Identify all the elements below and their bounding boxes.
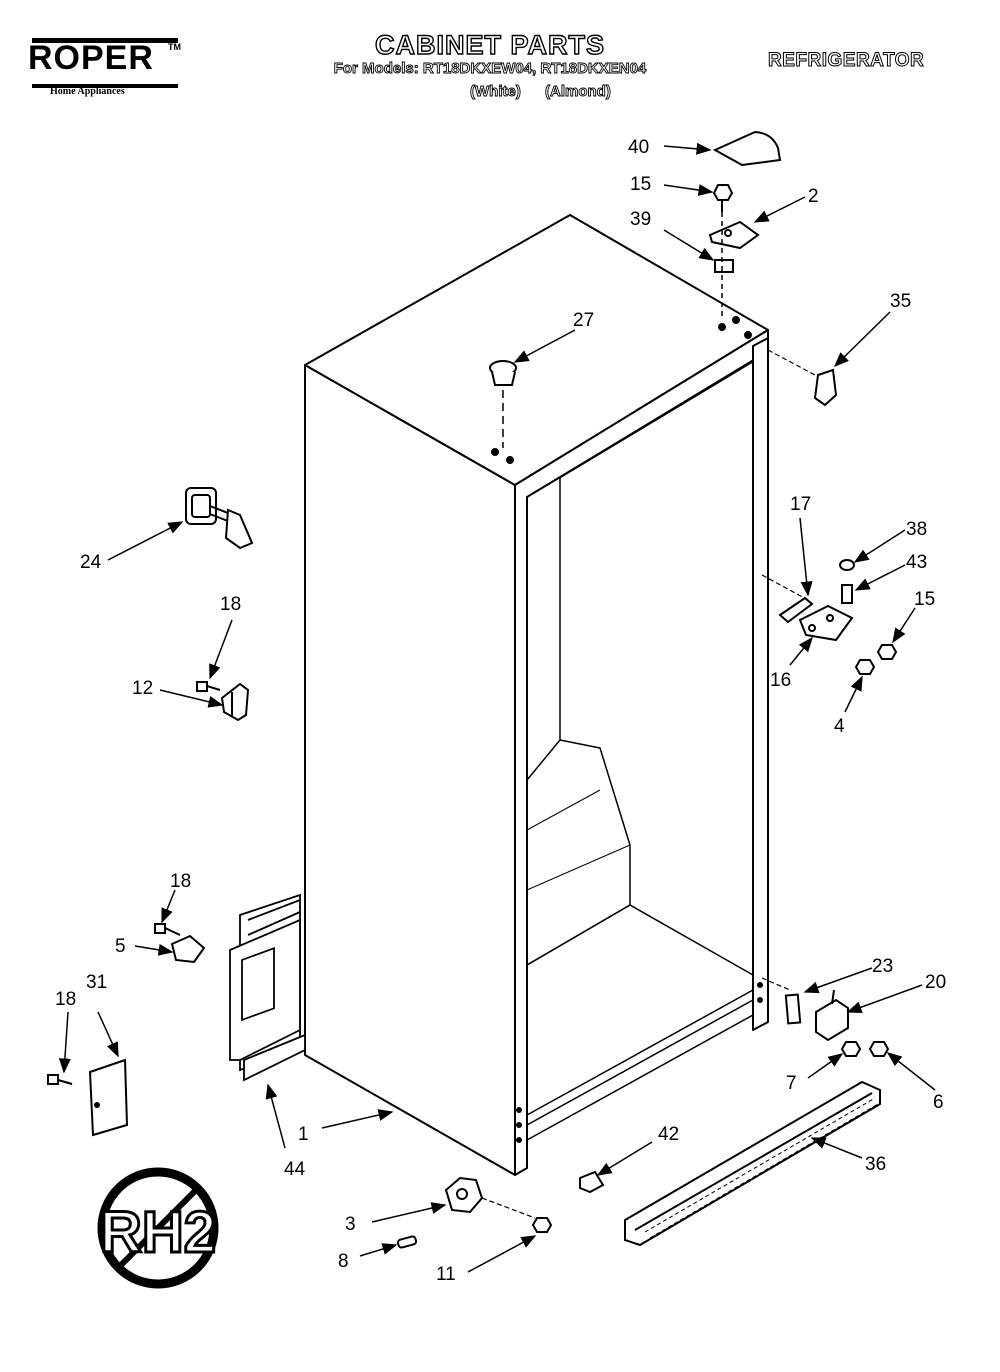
part-3-roller-bracket: [444, 1176, 484, 1214]
color-white: (White): [470, 83, 522, 101]
label-7: 7: [786, 1073, 797, 1094]
label-3: 3: [345, 1214, 356, 1235]
label-18-middle: 18: [170, 871, 191, 892]
label-2: 2: [808, 186, 819, 207]
label-24: 24: [80, 552, 102, 573]
part-15-screw-top: [712, 184, 734, 212]
label-11: 11: [436, 1264, 456, 1285]
label-31: 31: [86, 972, 107, 993]
part-18-screw-upper: [196, 681, 221, 692]
page-title: CABINET PARTS: [374, 29, 605, 60]
assembly-line-clip: [767, 349, 816, 376]
label-15-middle: 15: [914, 589, 935, 610]
label-20: 20: [925, 972, 946, 993]
part-11-screw: [531, 1217, 553, 1233]
label-27: 27: [573, 310, 594, 331]
part-4-screw: [854, 659, 876, 675]
part-42-clip: [579, 1170, 605, 1194]
part-12-bracket: [220, 682, 250, 722]
brand-tagline: Home Appliances: [50, 86, 125, 97]
label-35: 35: [890, 291, 911, 312]
part-8-pin: [396, 1235, 418, 1249]
part-39-spacer: [714, 259, 734, 273]
label-15-top: 15: [630, 174, 651, 195]
label-8: 8: [338, 1251, 349, 1272]
brand-name: ROPER: [28, 39, 154, 77]
roper-logo: ROPER TM Home Appliances: [28, 38, 181, 100]
part-23-shim: [784, 993, 802, 1025]
part-40-hinge-cover: [712, 130, 782, 167]
model-colors: (White) (Almond): [470, 83, 631, 101]
part-36-toe-grille: [624, 1080, 881, 1247]
part-38-washer: [839, 559, 855, 571]
callout-leaders: [58, 142, 936, 1273]
label-12: 12: [132, 678, 153, 699]
label-17: 17: [790, 494, 811, 515]
part-2-top-hinge: [708, 220, 760, 250]
label-1: 1: [298, 1124, 309, 1145]
logo-bars: [32, 38, 178, 88]
assembly-line-roller: [481, 1197, 536, 1219]
part-31-cover: [88, 1058, 129, 1137]
part-6-screw: [868, 1041, 890, 1057]
label-42: 42: [658, 1124, 679, 1145]
seal-text: RH2: [100, 1200, 216, 1265]
part-18-screw-lower: [47, 1074, 73, 1085]
label-23: 23: [872, 956, 893, 977]
part-35-clip: [813, 368, 838, 407]
part-24-control-assembly: [185, 487, 254, 550]
appliance-type: REFRIGERATOR: [767, 50, 925, 72]
cabinet-shell: [304, 214, 769, 1176]
part-27-plug: [489, 360, 517, 386]
part-16-center-hinge: [798, 604, 854, 642]
color-almond: (Almond): [545, 83, 612, 101]
brand-trademark: TM: [168, 42, 181, 52]
label-18-lower: 18: [55, 989, 76, 1010]
label-36: 36: [865, 1154, 886, 1175]
label-43: 43: [906, 552, 927, 573]
label-40: 40: [628, 137, 649, 158]
part-15-screw-middle: [876, 644, 898, 660]
label-44: 44: [284, 1159, 306, 1180]
label-18-upper: 18: [220, 594, 241, 615]
part-number-labels: 40 15 2 39 35 27 24 18 12 17 38 43 15 16…: [55, 137, 946, 1285]
part-5-bracket: [170, 934, 206, 964]
assembly-line-center-hinge: [761, 574, 809, 601]
part-17-shim: [778, 596, 814, 624]
part-43-hinge-pin: [841, 584, 853, 604]
assembly-line-bottom-hinge: [761, 977, 791, 991]
bottom-base-bracket: [229, 893, 306, 1082]
part-7-screw: [840, 1041, 862, 1057]
rh2-seal: RH2: [97, 1167, 219, 1289]
model-numbers: For Models: RT18DKXEW04, RT18DKXEN04: [333, 60, 647, 78]
label-6: 6: [933, 1092, 944, 1113]
label-5: 5: [115, 936, 126, 957]
part-18-screw-middle: [154, 923, 181, 936]
label-16: 16: [770, 670, 791, 691]
label-4: 4: [834, 716, 845, 737]
label-39: 39: [630, 209, 651, 230]
label-38: 38: [906, 519, 927, 540]
part-20-bottom-hinge: [815, 989, 849, 1042]
